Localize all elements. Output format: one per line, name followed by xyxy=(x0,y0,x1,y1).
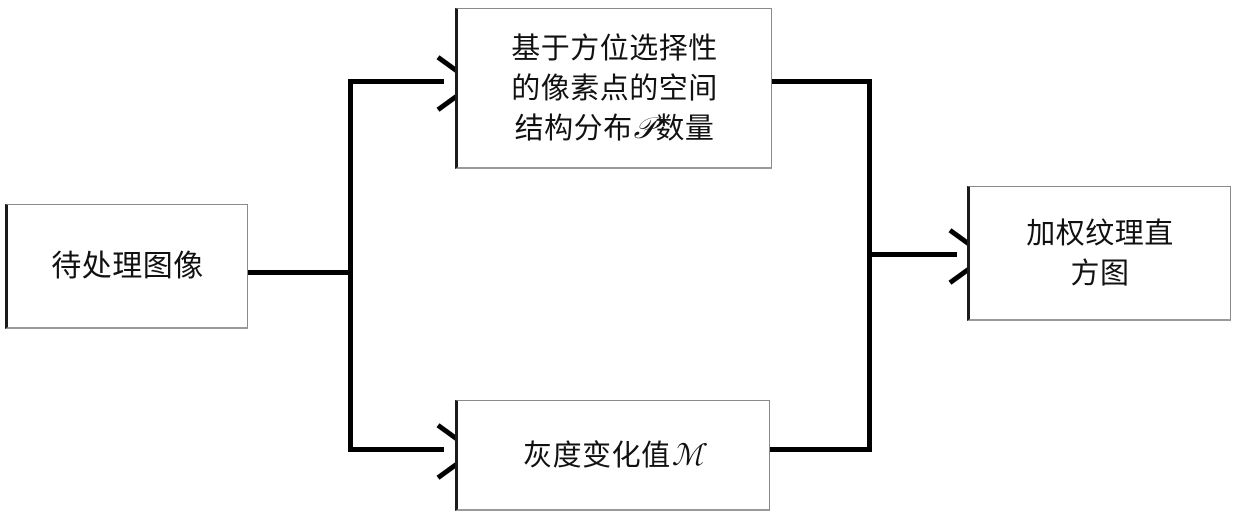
node-input-image: 待处理图像 xyxy=(5,204,248,329)
node-input-image-label: 待处理图像 xyxy=(51,248,204,284)
edge-input-to-gray xyxy=(348,447,444,452)
node-spatial-structure-line2: 的像素点的空间 xyxy=(511,70,718,105)
edge-merge-to-output xyxy=(867,252,957,257)
node-output-line2: 方图 xyxy=(1070,256,1130,290)
edge-input-trunk xyxy=(247,270,353,275)
node-output-line1: 加权纹理直 xyxy=(1026,215,1174,250)
edge-gray-to-merge xyxy=(769,447,872,452)
node-spatial-structure-symbol: 𝒫 xyxy=(633,110,656,145)
node-gray-variation-label: 灰度变化值ℳ xyxy=(517,436,710,475)
node-spatial-structure-line3: 结构分布 xyxy=(514,110,633,145)
edge-split-riser xyxy=(348,79,353,452)
node-weighted-texture-histogram-label: 加权纹理直方图 xyxy=(1020,213,1180,293)
node-weighted-texture-histogram: 加权纹理直方图 xyxy=(967,186,1231,321)
node-gray-variation: 灰度变化值ℳ xyxy=(455,400,770,511)
node-spatial-structure-line1: 基于方位选择性 xyxy=(511,30,718,65)
node-spatial-structure-label: 基于方位选择性的像素点的空间结构分布𝒫数量 xyxy=(505,28,724,149)
node-gray-variation-symbol: ℳ xyxy=(671,437,704,472)
node-spatial-structure: 基于方位选择性的像素点的空间结构分布𝒫数量 xyxy=(455,8,772,169)
node-spatial-structure-tail: 数量 xyxy=(655,110,715,145)
node-gray-variation-text: 灰度变化值 xyxy=(523,437,671,472)
edge-merge-riser xyxy=(867,79,872,452)
edge-spatial-to-merge xyxy=(771,79,872,84)
edge-input-to-spatial xyxy=(348,79,444,84)
